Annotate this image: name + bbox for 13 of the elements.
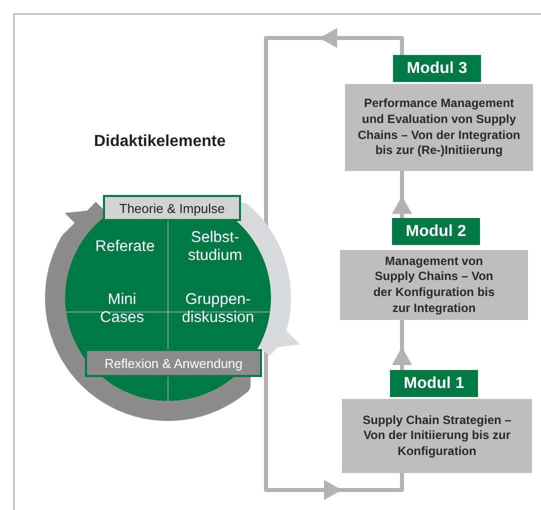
quadrant-label: Mini Cases [97, 291, 147, 327]
label-tab: Theorie & Impulse [103, 195, 241, 221]
module-box: Performance Management und Evaluation von Supply Chains – Von der Integration bis zur (Re-)Initiierung [345, 84, 533, 171]
quadrant-label: Selbst- studium [182, 229, 248, 265]
module-box: Management von Supply Chains – Von der Konfiguration bis zur Integration [340, 250, 528, 320]
module-tab: Modul 2 [392, 218, 480, 245]
label-tab: Reflexion & Anwendung [85, 349, 262, 377]
heading: Didaktikelemente [94, 133, 226, 151]
module-tab: Modul 3 [393, 55, 481, 82]
quadrant-label: Gruppen- diskussion [178, 291, 258, 327]
module-box: Supply Chain Strategien – Von der Initiierung bis zur Konfiguration [342, 399, 532, 473]
module-tab: Modul 1 [390, 370, 478, 397]
quadrant-label: Referate [90, 238, 160, 256]
